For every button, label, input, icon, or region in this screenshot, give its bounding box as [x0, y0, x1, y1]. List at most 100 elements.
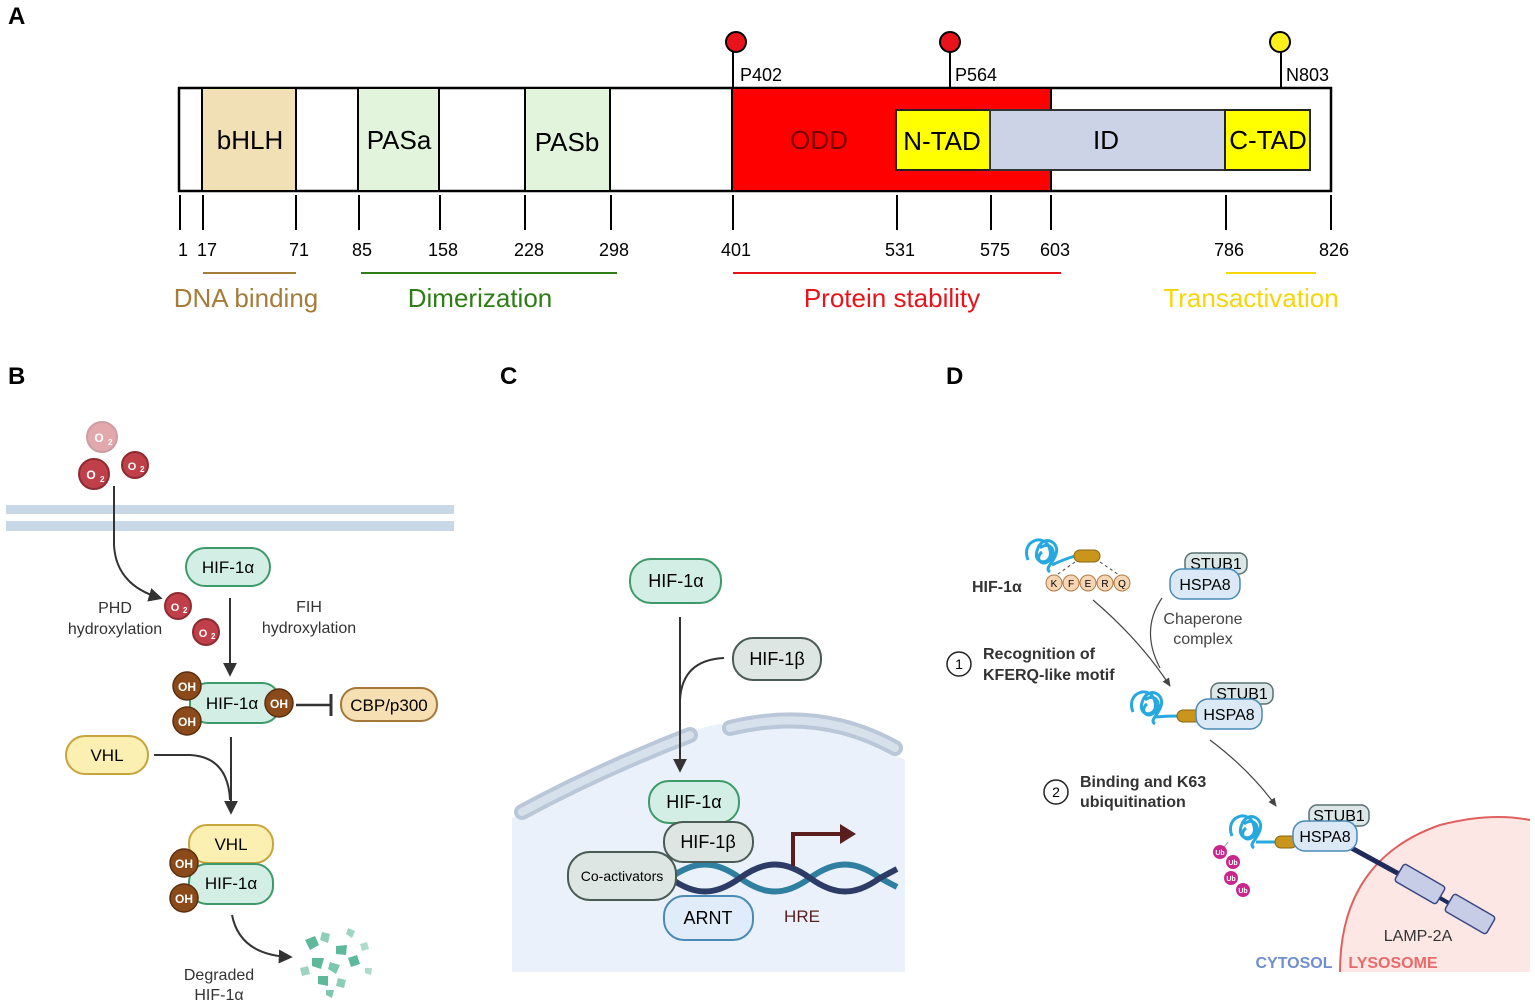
inhibition-edge	[296, 694, 333, 716]
cbp-p300-node: CBP/p300	[340, 687, 438, 722]
protein-coil	[1229, 814, 1263, 850]
domain-ntad	[895, 109, 991, 171]
svg-text:HIF-1α: HIF-1α	[205, 874, 258, 893]
vhl-hif1a-complex: VHL HIF-1α OH OH	[169, 824, 274, 913]
ubiquitin	[1226, 855, 1240, 869]
dna-helix	[668, 861, 899, 895]
tick-label: 401	[721, 240, 751, 260]
region-transactivation-label: Transactivation	[1163, 283, 1338, 313]
panel-label-d: D	[946, 363, 963, 390]
fih-label-line2: hydroxylation	[262, 620, 356, 637]
tick-label: 603	[1040, 240, 1070, 260]
site-p564-marker	[939, 31, 961, 53]
svg-text:O: O	[171, 602, 180, 614]
lysosome-label: LYSOSOME	[1348, 955, 1438, 972]
svg-text:ubiquitination: ubiquitination	[1080, 794, 1186, 811]
svg-text:Co-activators: Co-activators	[581, 868, 663, 884]
ubiquitinated-hif1a-complex: STUB1 HSPA8 Ub Ub Ub Ub	[1213, 804, 1370, 897]
svg-text:HIF-1β: HIF-1β	[680, 832, 735, 852]
svg-text:OH: OH	[178, 715, 196, 729]
tick-label: 531	[885, 240, 915, 260]
svg-text:HIF-1α: HIF-1α	[206, 694, 259, 713]
svg-text:HIF-1α: HIF-1α	[648, 571, 703, 591]
svg-text:2: 2	[183, 606, 188, 615]
svg-text:Binding and K63: Binding and K63	[1080, 774, 1206, 791]
arnt-node: ARNT	[663, 895, 754, 941]
hspa8-node	[1292, 820, 1358, 852]
domain-odd-label: ODD	[790, 125, 848, 155]
svg-text:OH: OH	[175, 892, 193, 906]
hspa8-node	[1169, 568, 1241, 600]
degraded-label-line2: HIF-1α	[194, 987, 243, 1004]
hif1a-bound-c: HIF-1α	[648, 780, 740, 824]
tick-label: 228	[514, 240, 544, 260]
tick-label: 71	[289, 240, 309, 260]
tick-label: 786	[1214, 240, 1244, 260]
svg-text:Ub: Ub	[1226, 876, 1235, 883]
region-dimerization-label: Dimerization	[408, 283, 553, 313]
hif1b-bound-c: HIF-1β	[663, 821, 754, 863]
svg-text:OH: OH	[270, 697, 288, 711]
step1-label: 1 Recognition of KFERQ-like motif	[946, 646, 1115, 684]
svg-text:HIF-1β: HIF-1β	[749, 649, 804, 669]
domain-ctad	[1224, 109, 1311, 171]
svg-text:O: O	[94, 431, 103, 445]
motif-residue-label: K	[1051, 579, 1058, 590]
hif1a-protein-d	[1025, 538, 1101, 574]
svg-text:2: 2	[211, 632, 216, 641]
site-n803-marker	[1269, 31, 1291, 53]
dna-strand	[668, 861, 899, 895]
vhl-node: VHL	[65, 735, 149, 775]
domain-bhlh	[201, 87, 297, 192]
dimerization-edge	[679, 657, 725, 701]
o2-entry-arrow	[113, 486, 163, 602]
motif-residue-label: Q	[1118, 579, 1126, 590]
svg-text:O: O	[128, 461, 137, 473]
svg-text:Ub: Ub	[1215, 850, 1224, 857]
panel-label-c: C	[500, 363, 517, 390]
protein-domain-map: bHLH PASa PASb ODD N-TAD ID C-TAD	[177, 86, 1333, 193]
svg-text:OH: OH	[178, 680, 196, 694]
svg-text:O: O	[199, 628, 208, 640]
cytosol-label: CYTOSOL	[1255, 955, 1332, 972]
ubiquitin	[1213, 845, 1227, 859]
motif-residue	[1045, 574, 1063, 592]
svg-text:OH: OH	[175, 857, 193, 871]
motif-residue-label: R	[1101, 579, 1108, 590]
svg-text:2: 2	[1052, 784, 1060, 800]
motif-residue	[1062, 574, 1080, 592]
motif-residue	[1079, 574, 1097, 592]
tick-label: 575	[980, 240, 1010, 260]
motif-domain	[1073, 549, 1101, 563]
svg-text:Ub: Ub	[1238, 888, 1247, 895]
ubiquitin	[1236, 883, 1250, 897]
hif1a-label-d: HIF-1α	[972, 579, 1022, 596]
degradation-arrow	[231, 914, 293, 964]
chaperone-complex-top: STUB1 HSPA8	[1169, 552, 1248, 600]
o2-molecule: O 2	[78, 458, 110, 490]
dna-strand	[668, 861, 899, 895]
tick-label: 298	[599, 240, 629, 260]
domain-ntad-label: N-TAD	[903, 126, 981, 156]
step2-label: 2 Binding and K63 ubiquitination	[1043, 774, 1206, 811]
phd-label: PHD	[98, 600, 132, 617]
svg-text:VHL: VHL	[214, 835, 247, 854]
tick-label: 17	[197, 240, 217, 260]
svg-text:HSPA8: HSPA8	[1299, 829, 1350, 846]
motif-residue-label: F	[1068, 579, 1074, 590]
svg-text:KFERQ-like motif: KFERQ-like motif	[983, 667, 1115, 684]
region-dna-binding-label: DNA binding	[174, 283, 319, 313]
recognition-arrow	[1092, 599, 1171, 687]
panel-label-b: B	[8, 363, 25, 390]
hydroxylated-hif1a: HIF-1α OH OH OH	[172, 671, 294, 736]
lamp2a-domain	[1394, 863, 1446, 905]
lamp2a-receptor	[1344, 842, 1496, 935]
domain-pasa-label: PASa	[367, 125, 432, 155]
chaperone-edge	[1149, 597, 1163, 669]
site-p402-label: P402	[740, 65, 782, 85]
tick-label: 826	[1319, 240, 1349, 260]
svg-text:Ub: Ub	[1228, 860, 1237, 867]
tick-label: 1	[178, 240, 188, 260]
hif1a-chaperone-complex: STUB1 HSPA8	[1130, 682, 1274, 730]
